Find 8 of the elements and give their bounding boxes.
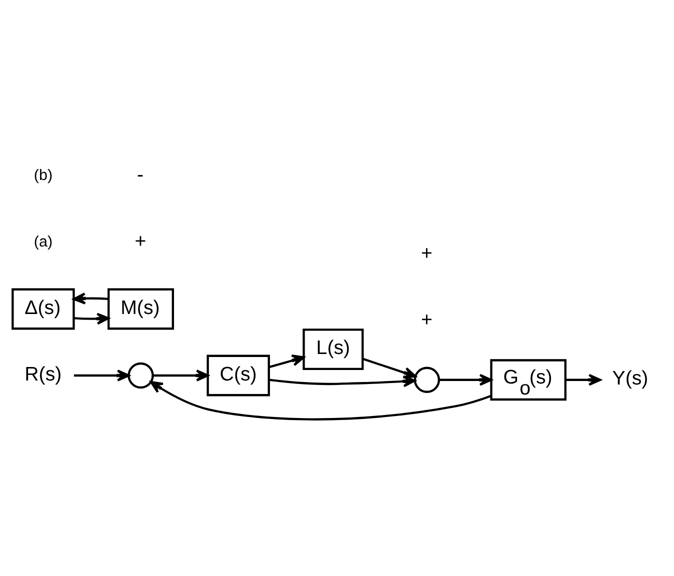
node-text: Y(s) — [612, 368, 648, 390]
node-text: R(s) — [24, 363, 62, 386]
label: + — [134, 230, 146, 252]
label: (b) — [34, 167, 53, 184]
label: - — [136, 164, 144, 186]
label: (a) — [34, 234, 53, 251]
label: + — [420, 242, 432, 264]
label: + — [420, 308, 432, 331]
